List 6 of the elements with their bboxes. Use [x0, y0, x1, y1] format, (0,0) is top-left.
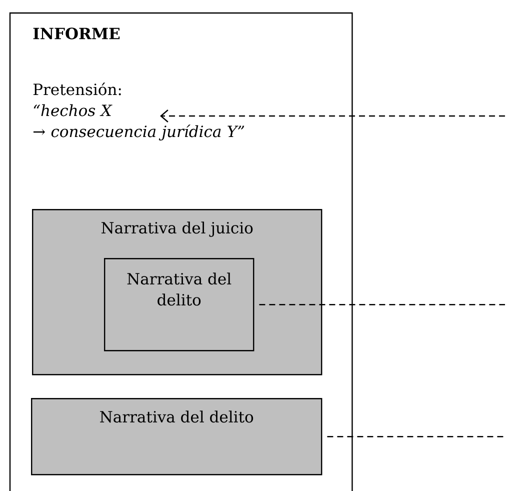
narrative-box: Narrativa del delito: [104, 258, 254, 352]
dashed-connector: [160, 110, 505, 122]
dashed-connector: [327, 436, 505, 438]
dashed-connector: [259, 304, 505, 306]
claim-text: Pretensión: “hechos X → consecuencia jurídica Y”: [33, 82, 244, 140]
narrative-box: Narrativa del delito: [31, 398, 322, 476]
